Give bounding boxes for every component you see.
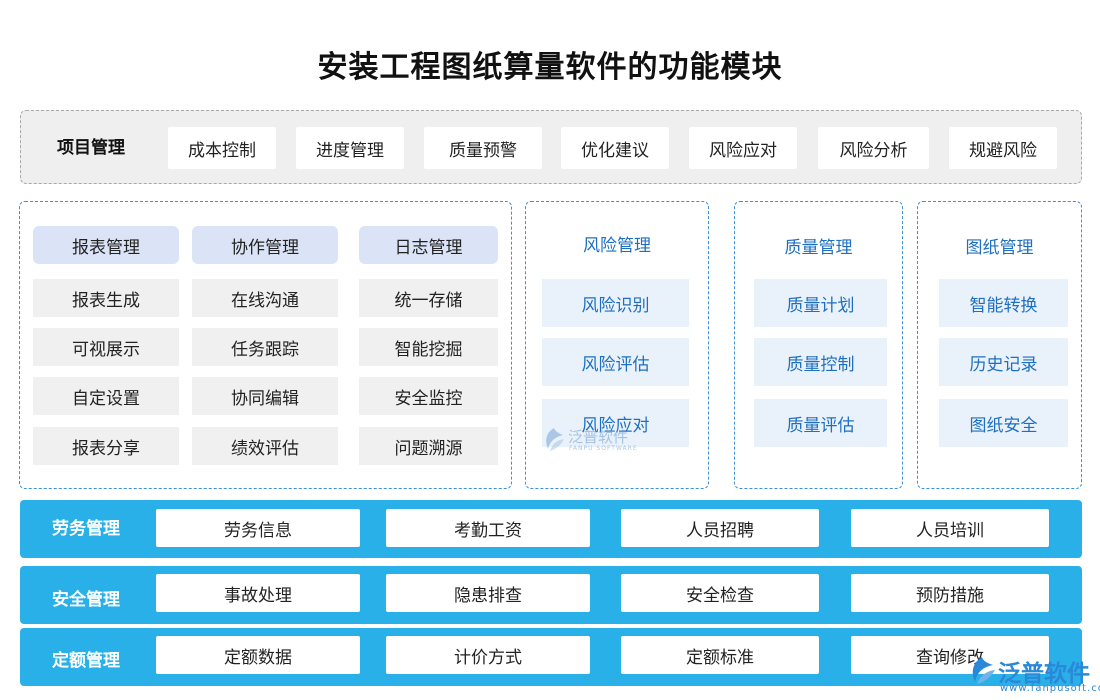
project-item[interactable]: 进度管理 <box>296 127 404 169</box>
watermark-text: 泛普软件 <box>568 428 629 446</box>
risk-item[interactable]: 风险识别 <box>542 279 689 327</box>
watermark-subtext: FANPU SOFTWARE <box>569 445 638 452</box>
logo-url: www.fanpusoft.com <box>1000 683 1100 694</box>
drawing-management-panel: 图纸管理 智能转换 历史记录 图纸安全 <box>917 201 1082 489</box>
labour-management-bar: 劳务管理 劳务信息 考勤工资 人员招聘 人员培训 <box>20 500 1082 558</box>
collaboration-management-header: 协作管理 <box>192 226 338 264</box>
quality-item[interactable]: 质量计划 <box>754 279 887 327</box>
safety-management-label: 安全管理 <box>52 590 120 610</box>
drawing-item[interactable]: 智能转换 <box>939 279 1068 327</box>
labour-item[interactable]: 人员招聘 <box>621 509 819 547</box>
risk-management-title: 风险管理 <box>583 236 651 256</box>
quota-item[interactable]: 查询修改 <box>851 636 1049 674</box>
report-item[interactable]: 报表分享 <box>33 427 179 465</box>
fanpu-logo-icon <box>972 657 995 684</box>
labour-item[interactable]: 考勤工资 <box>386 509 590 547</box>
log-item[interactable]: 安全监控 <box>359 377 498 415</box>
project-item[interactable]: 优化建议 <box>561 127 669 169</box>
watermark: 泛普软件 FANPU SOFTWARE <box>542 425 642 455</box>
collaboration-item[interactable]: 任务跟踪 <box>192 328 338 366</box>
drawing-management-title: 图纸管理 <box>965 238 1034 258</box>
report-item[interactable]: 报表生成 <box>33 279 179 317</box>
project-item[interactable]: 规避风险 <box>949 127 1057 169</box>
project-item[interactable]: 风险分析 <box>818 127 929 169</box>
risk-management-panel: 风险管理 风险识别 风险评估 风险应对 <box>525 201 709 489</box>
log-management-header: 日志管理 <box>359 226 498 264</box>
page-title: 安装工程图纸算量软件的功能模块 <box>317 50 783 85</box>
project-management-band: 项目管理 成本控制 进度管理 质量预警 优化建议 风险应对 风险分析 规避风险 <box>20 110 1082 184</box>
quota-item[interactable]: 计价方式 <box>386 636 590 674</box>
project-item[interactable]: 质量预警 <box>424 127 542 169</box>
report-item[interactable]: 自定设置 <box>33 377 179 415</box>
quality-item[interactable]: 质量评估 <box>754 399 887 447</box>
quota-item[interactable]: 定额标准 <box>621 636 819 674</box>
safety-item[interactable]: 隐患排查 <box>386 574 590 612</box>
collaboration-item[interactable]: 在线沟通 <box>192 279 338 317</box>
risk-item[interactable]: 风险评估 <box>542 338 689 386</box>
collaboration-item[interactable]: 绩效评估 <box>192 427 338 465</box>
safety-item[interactable]: 安全检查 <box>621 574 819 612</box>
quota-management-bar: 定额管理 定额数据 计价方式 定额标准 查询修改 <box>20 628 1082 686</box>
report-item[interactable]: 可视展示 <box>33 328 179 366</box>
quota-management-label: 定额管理 <box>52 651 120 671</box>
quality-management-panel: 质量管理 质量计划 质量控制 质量评估 <box>734 201 903 489</box>
fanpu-logo: 泛普软件 www.fanpusoft.com <box>968 654 1100 698</box>
project-management-label: 项目管理 <box>57 138 125 158</box>
logo-text: 泛普软件 <box>998 661 1090 687</box>
collaboration-item[interactable]: 协同编辑 <box>192 377 338 415</box>
safety-item[interactable]: 事故处理 <box>156 574 360 612</box>
safety-management-bar: 安全管理 事故处理 隐患排查 安全检查 预防措施 <box>20 566 1082 624</box>
risk-item[interactable]: 风险应对 <box>542 399 689 447</box>
drawing-item[interactable]: 图纸安全 <box>939 399 1068 447</box>
labour-item[interactable]: 人员培训 <box>851 509 1049 547</box>
project-item[interactable]: 风险应对 <box>689 127 797 169</box>
project-item[interactable]: 成本控制 <box>168 127 276 169</box>
quality-management-title: 质量管理 <box>784 238 853 258</box>
log-item[interactable]: 统一存储 <box>359 279 498 317</box>
quota-item[interactable]: 定额数据 <box>156 636 360 674</box>
fanpu-watermark-icon <box>546 428 564 451</box>
log-item[interactable]: 智能挖掘 <box>359 328 498 366</box>
safety-item[interactable]: 预防措施 <box>851 574 1049 612</box>
report-management-header: 报表管理 <box>33 226 179 264</box>
labour-item[interactable]: 劳务信息 <box>156 509 360 547</box>
log-item[interactable]: 问题溯源 <box>359 427 498 465</box>
labour-management-label: 劳务管理 <box>52 519 120 539</box>
drawing-item[interactable]: 历史记录 <box>939 338 1068 386</box>
left-module-panel: 报表管理 协作管理 日志管理 报表生成 可视展示 自定设置 报表分享 在线沟通 … <box>19 201 512 489</box>
quality-item[interactable]: 质量控制 <box>754 338 887 386</box>
